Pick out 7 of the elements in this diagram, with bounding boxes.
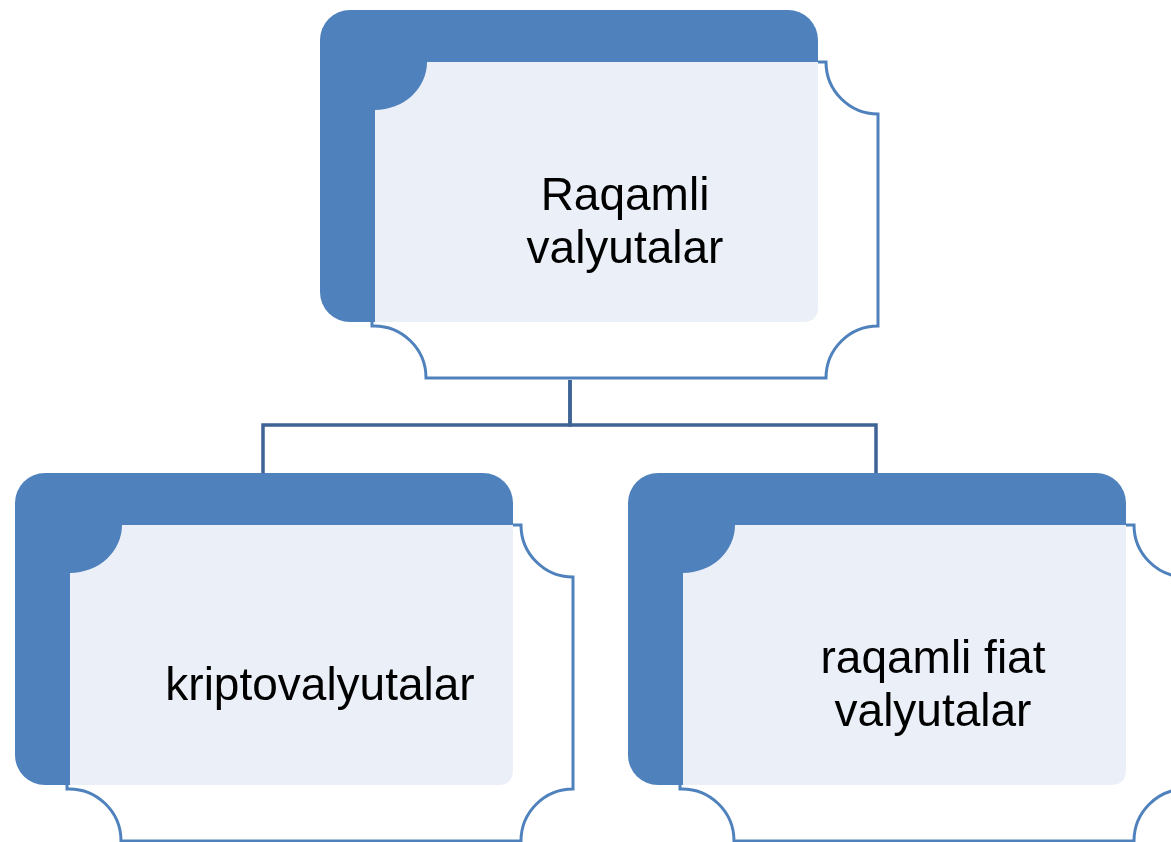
card-label: kriptovalyutalar xyxy=(165,657,475,711)
card xyxy=(320,10,880,382)
card-label: raqamli fiat valyutalar xyxy=(819,631,1047,737)
connector-line xyxy=(568,380,878,473)
card-label: Raqamli valyutalar xyxy=(525,168,725,274)
card xyxy=(15,473,575,842)
card xyxy=(628,473,1171,842)
